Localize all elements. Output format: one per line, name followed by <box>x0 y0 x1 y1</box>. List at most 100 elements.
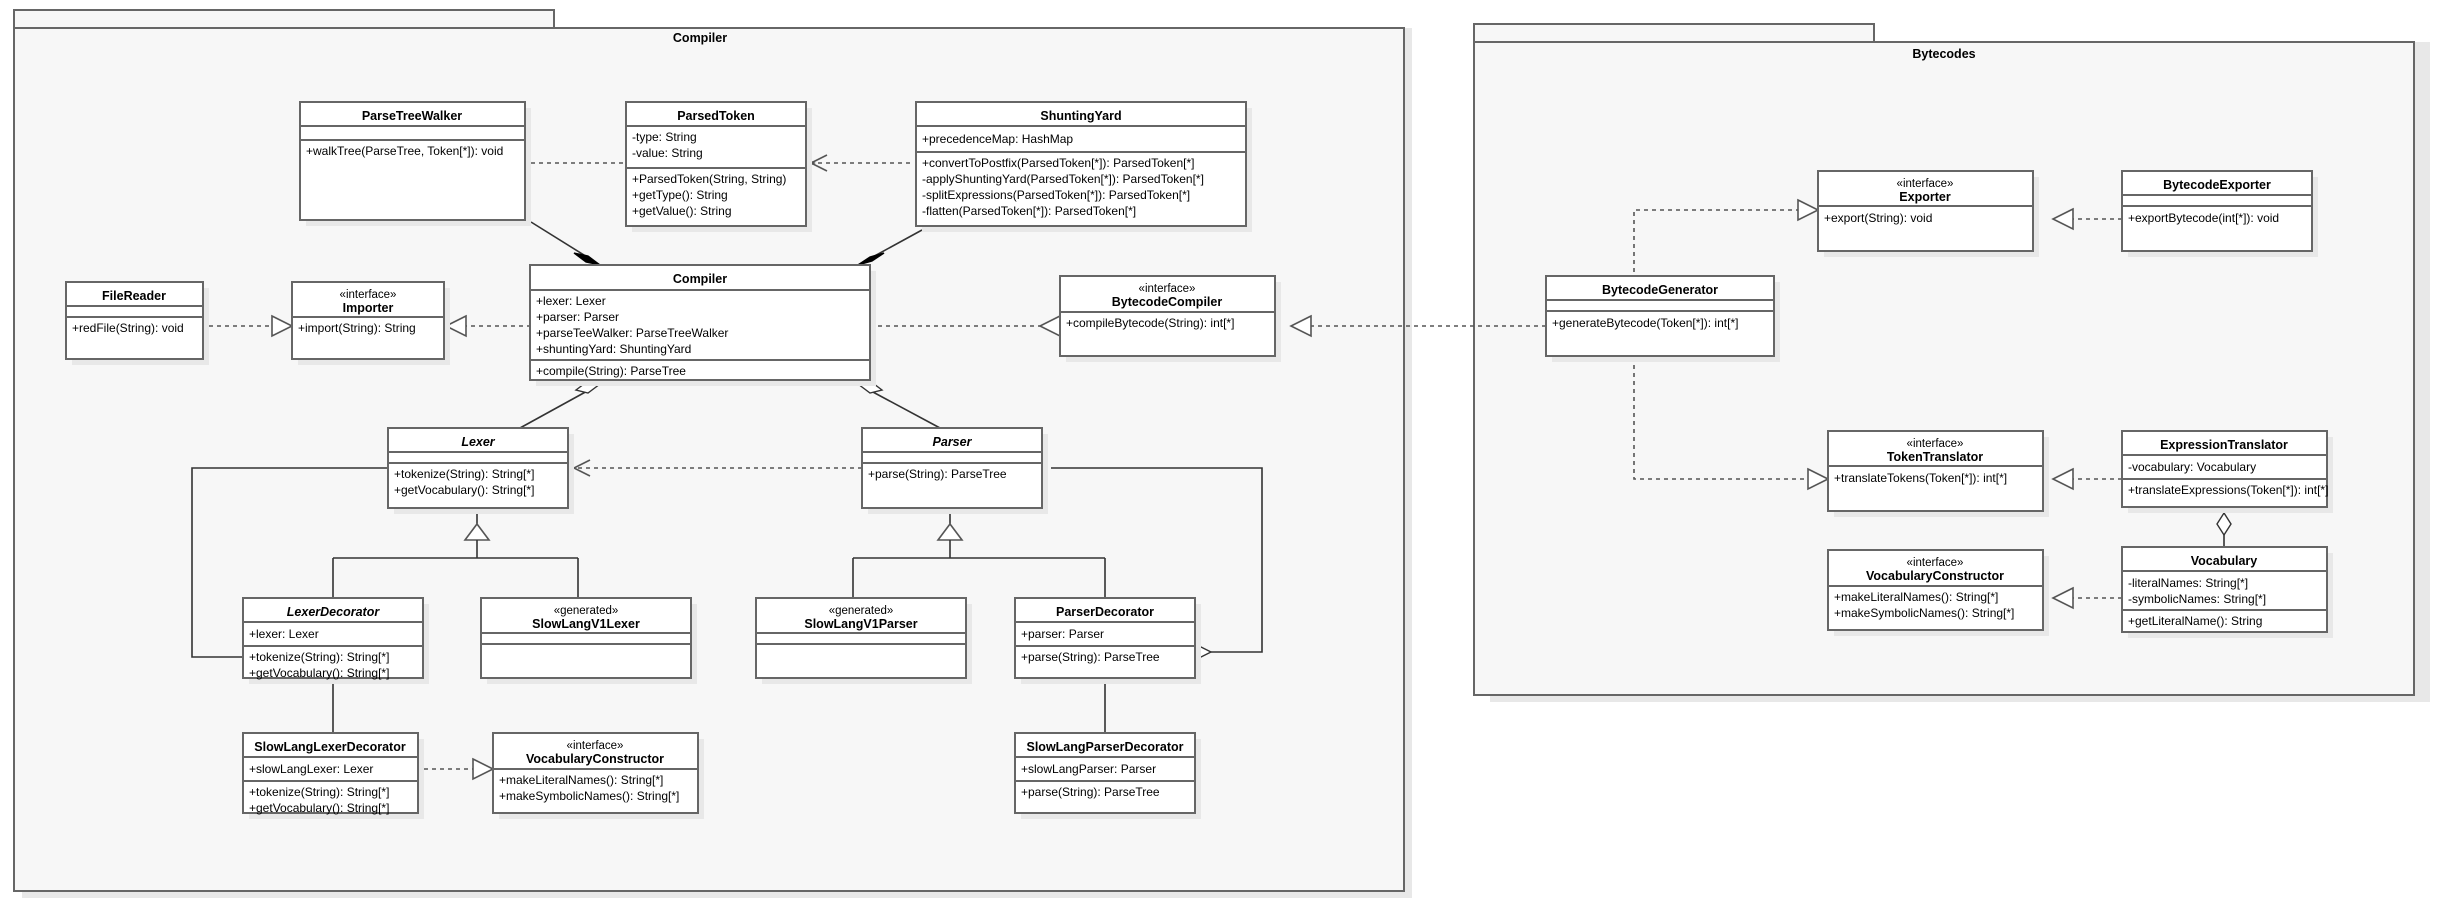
class-name: ShuntingYard <box>1040 109 1121 123</box>
class-parse-tree-walker[interactable]: ParseTreeWalker +walkTree(ParseTree, Tok… <box>299 101 531 226</box>
operation: +walkTree(ParseTree, Token[*]): void <box>306 144 503 158</box>
class-slowlang-v1-parser[interactable]: «generated» SlowLangV1Parser <box>755 597 972 684</box>
edge-slowlanglexerdecorator-realizes-vocabularyconstructor <box>424 757 495 781</box>
attribute: +shuntingYard: ShuntingYard <box>536 342 691 356</box>
class-stereotype: «interface» <box>340 289 397 301</box>
operation: +generateBytecode(Token[*]): int[*] <box>1552 316 1738 330</box>
class-bytecode-exporter[interactable]: BytecodeExporter +exportBytecode(int[*])… <box>2121 170 2318 257</box>
class-exporter[interactable]: «interface» Exporter +export(String): vo… <box>1817 170 2039 257</box>
class-vocabulary-constructor-right[interactable]: «interface» VocabularyConstructor +makeL… <box>1827 549 2049 636</box>
class-slowlang-parser-decorator[interactable]: SlowLangParserDecorator +slowLangParser:… <box>1014 732 1201 819</box>
operation: +tokenize(String): String[*] <box>249 785 389 799</box>
operation: +getVocabulary(): String[*] <box>394 483 534 497</box>
class-file-reader[interactable]: FileReader +redFile(String): void <box>65 281 209 365</box>
operation: +getVocabulary(): String[*] <box>249 666 389 680</box>
package-bytecodes-label: Bytecodes <box>1912 47 1975 61</box>
class-name: FileReader <box>102 289 166 303</box>
edge-expressiontranslator-realizes-tokentranslator <box>2051 467 2122 491</box>
class-parser[interactable]: Parser +parse(String): ParseTree <box>861 427 1048 514</box>
class-name: Vocabulary <box>2191 554 2258 568</box>
edge-filereader-realizes-importer <box>209 314 294 338</box>
class-stereotype: «interface» <box>1907 438 1964 450</box>
attribute: +precedenceMap: HashMap <box>922 132 1073 146</box>
operation: +makeLiteralNames(): String[*] <box>1834 590 1998 604</box>
class-lexer-decorator[interactable]: LexerDecorator +lexer: Lexer +tokenize(S… <box>242 597 429 684</box>
operation: +redFile(String): void <box>72 321 184 335</box>
class-name: LexerDecorator <box>287 605 381 619</box>
class-name: Parser <box>933 435 973 449</box>
operation: +compileBytecode(String): int[*] <box>1066 316 1234 330</box>
operation: +parse(String): ParseTree <box>868 467 1007 481</box>
class-name: VocabularyConstructor <box>526 752 664 766</box>
class-stereotype: «interface» <box>1139 283 1196 295</box>
operation: +translateTokens(Token[*]): int[*] <box>1834 471 2007 485</box>
operation: +parse(String): ParseTree <box>1021 785 1160 799</box>
edge-bytecodegenerator-realizes-bytecodecompiler <box>1289 314 1546 338</box>
operation: +makeSymbolicNames(): String[*] <box>1834 606 2014 620</box>
operation: +compile(String): ParseTree <box>536 364 686 378</box>
class-bytecode-compiler[interactable]: «interface» BytecodeCompiler +compileByt… <box>1059 275 1281 362</box>
operation: +getLiteralName(): String <box>2128 614 2262 628</box>
attribute: -value: String <box>632 146 703 160</box>
operation: +parse(String): ParseTree <box>1021 650 1160 664</box>
attribute: -type: String <box>632 130 697 144</box>
class-parsed-token[interactable]: ParsedToken -type: String -value: String… <box>625 101 812 232</box>
class-name: SlowLangV1Lexer <box>532 617 640 631</box>
attribute: +parser: Parser <box>1021 627 1104 641</box>
class-bytecode-generator[interactable]: BytecodeGenerator +generateBytecode(Toke… <box>1545 275 1780 362</box>
package-compiler-label: Compiler <box>673 31 727 45</box>
class-name: BytecodeExporter <box>2163 178 2271 192</box>
class-compiler[interactable]: Compiler +lexer: Lexer +parser: Parser +… <box>529 264 876 386</box>
operation: +import(String): String <box>298 321 416 335</box>
operation: +ParsedToken(String, String) <box>632 172 786 186</box>
class-name: SlowLangLexerDecorator <box>254 740 406 754</box>
class-vocabulary[interactable]: Vocabulary -literalNames: String[*] -sym… <box>2121 546 2333 638</box>
class-name: BytecodeGenerator <box>1602 283 1718 297</box>
attribute: +slowLangParser: Parser <box>1021 762 1156 776</box>
class-name: SlowLangParserDecorator <box>1027 740 1184 754</box>
attribute: +parser: Parser <box>536 310 619 324</box>
class-token-translator[interactable]: «interface» TokenTranslator +translateTo… <box>1827 430 2049 517</box>
edge-compiler-realizes-importer <box>444 314 531 338</box>
class-lexer[interactable]: Lexer +tokenize(String): String[*] +getV… <box>387 427 574 514</box>
class-name: VocabularyConstructor <box>1866 569 2004 583</box>
operation: +makeSymbolicNames(): String[*] <box>499 789 679 803</box>
attribute: -vocabulary: Vocabulary <box>2128 460 2256 474</box>
class-importer[interactable]: «interface» Importer +import(String): St… <box>291 281 450 365</box>
class-stereotype: «interface» <box>567 740 624 752</box>
class-name: ParserDecorator <box>1056 605 1154 619</box>
class-name: TokenTranslator <box>1887 450 1983 464</box>
operation: +getVocabulary(): String[*] <box>249 801 389 815</box>
class-parser-decorator[interactable]: ParserDecorator +parser: Parser +parse(S… <box>1014 597 1201 684</box>
class-shunting-yard[interactable]: ShuntingYard +precedenceMap: HashMap +co… <box>915 101 1252 232</box>
edge-expressiontranslator-aggregation-vocabulary <box>2216 511 2232 547</box>
class-name: Compiler <box>673 272 727 286</box>
edge-bytecodeexporter-realizes-exporter <box>2051 207 2122 231</box>
edge-vocabulary-realizes-vocabularyconstructor <box>2051 586 2122 610</box>
attribute: +lexer: Lexer <box>249 627 319 641</box>
class-stereotype: «generated» <box>829 605 894 617</box>
attribute: +slowLangLexer: Lexer <box>249 762 373 776</box>
class-slowlang-v1-lexer[interactable]: «generated» SlowLangV1Lexer <box>480 597 697 684</box>
operation: -flatten(ParsedToken[*]): ParsedToken[*] <box>922 204 1136 218</box>
operation: +makeLiteralNames(): String[*] <box>499 773 663 787</box>
class-stereotype: «generated» <box>554 605 619 617</box>
class-name: ExpressionTranslator <box>2160 438 2288 452</box>
edge-parser-generalization-tree <box>852 512 1106 598</box>
class-name: ParseTreeWalker <box>362 109 462 123</box>
operation: +getType(): String <box>632 188 728 202</box>
operation: +getValue(): String <box>632 204 732 218</box>
class-stereotype: «interface» <box>1907 557 1964 569</box>
operation: -splitExpressions(ParsedToken[*]): Parse… <box>922 188 1190 202</box>
class-name: Importer <box>343 301 394 315</box>
attribute: +lexer: Lexer <box>536 294 606 308</box>
class-expression-translator[interactable]: ExpressionTranslator -vocabulary: Vocabu… <box>2121 430 2333 513</box>
operation: +convertToPostfix(ParsedToken[*]): Parse… <box>922 156 1194 170</box>
operation: +translateExpressions(Token[*]): int[*] <box>2128 483 2328 497</box>
class-name: Exporter <box>1899 190 1951 204</box>
class-slowlang-lexer-decorator[interactable]: SlowLangLexerDecorator +slowLangLexer: L… <box>242 732 424 819</box>
operation: +export(String): void <box>1824 211 1932 225</box>
class-vocabulary-constructor-left[interactable]: «interface» VocabularyConstructor +makeL… <box>492 732 704 819</box>
attribute: -literalNames: String[*] <box>2128 576 2248 590</box>
